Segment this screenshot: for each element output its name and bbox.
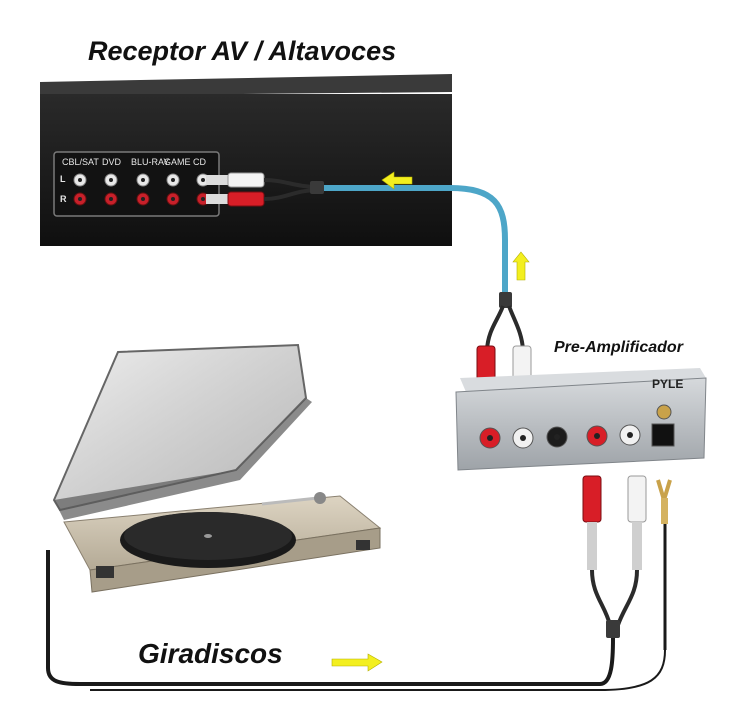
turntable-title: Giradiscos — [138, 638, 283, 669]
arrow-up-icon — [512, 251, 530, 281]
input-label: DVD — [102, 157, 122, 167]
av-receiver — [40, 74, 452, 246]
channel-right-label: R — [60, 194, 67, 204]
turntable-rca-plugs — [582, 475, 672, 650]
turntable — [52, 343, 382, 593]
input-label: CBL/SAT — [62, 157, 99, 167]
arrow-left-icon — [381, 171, 413, 190]
ground-wire — [90, 649, 666, 691]
input-label: GAME — [164, 157, 191, 167]
arrow-right-icon — [331, 653, 383, 672]
blue-cable — [324, 185, 508, 295]
input-label: CD — [193, 157, 206, 167]
preamp-title: Pre-Amplificador — [554, 339, 683, 356]
receiver-title: Receptor AV / Altavoces — [88, 36, 397, 66]
receiver-rca-plugs — [206, 172, 324, 207]
channel-left-label: L — [60, 174, 66, 184]
pre-amplifier: PYLE — [455, 368, 707, 471]
turntable-cable — [46, 550, 615, 686]
input-label: BLU-RAY — [131, 157, 169, 167]
preamp-brand: PYLE — [652, 377, 683, 391]
